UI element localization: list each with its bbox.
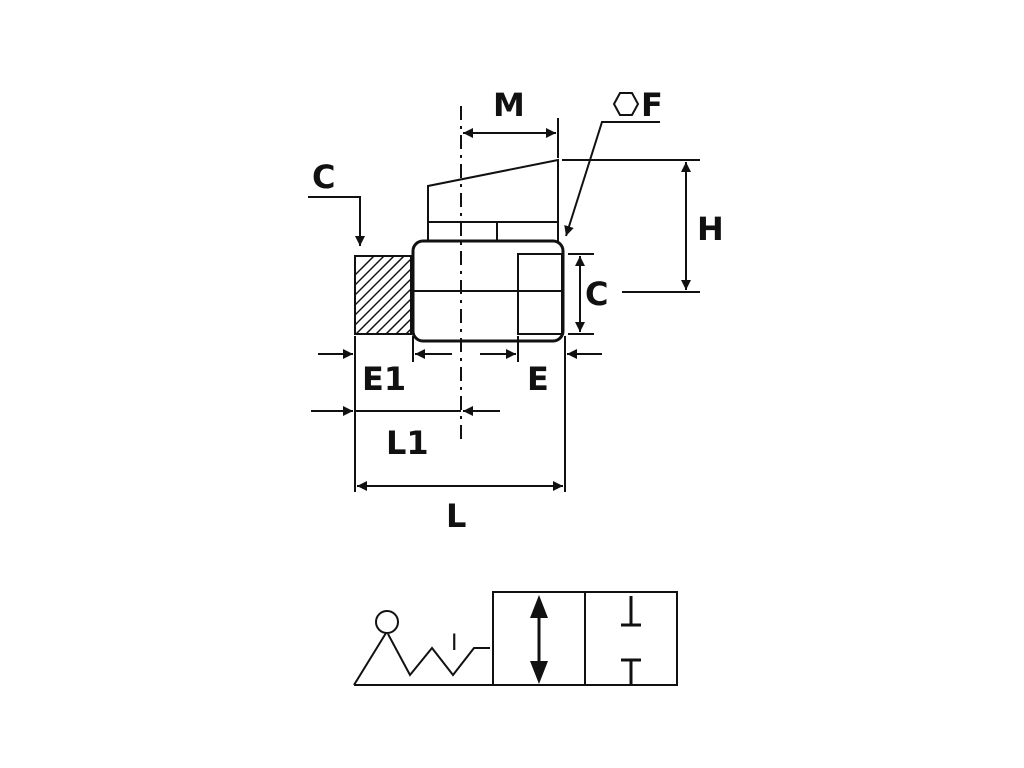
dimension-l1: L1 (311, 406, 500, 462)
label-h: H (697, 210, 724, 248)
label-e: E (527, 360, 549, 398)
valve-symbol: I (353, 591, 678, 686)
label-e1: E1 (362, 360, 406, 398)
blocked-port-icon (621, 596, 641, 684)
dimension-h: H (562, 159, 724, 293)
valve-body (354, 106, 565, 440)
label-l: L (446, 497, 466, 535)
dimension-e1: E1 (318, 336, 452, 492)
detent-marker: I (451, 631, 458, 656)
thread-hatching (355, 256, 411, 334)
label-f: F (641, 86, 663, 124)
dimension-c-port: C (568, 253, 608, 335)
dimension-f: F (564, 86, 663, 237)
dimension-l: L (357, 481, 563, 535)
label-l1: L1 (386, 424, 429, 462)
label-c-port: C (585, 275, 608, 313)
hexagon-icon (612, 92, 640, 116)
lever-actuator-icon: I (353, 610, 493, 686)
female-port (517, 253, 563, 335)
label-m: M (493, 86, 525, 124)
flow-arrow-icon (530, 595, 548, 684)
valve-handle (427, 158, 559, 223)
valve-position-closed (584, 591, 678, 686)
dimension-e: E (480, 336, 602, 492)
dimension-m: M (463, 86, 559, 158)
dimension-c-thread: C (308, 158, 365, 246)
label-c-thread: C (312, 158, 335, 196)
